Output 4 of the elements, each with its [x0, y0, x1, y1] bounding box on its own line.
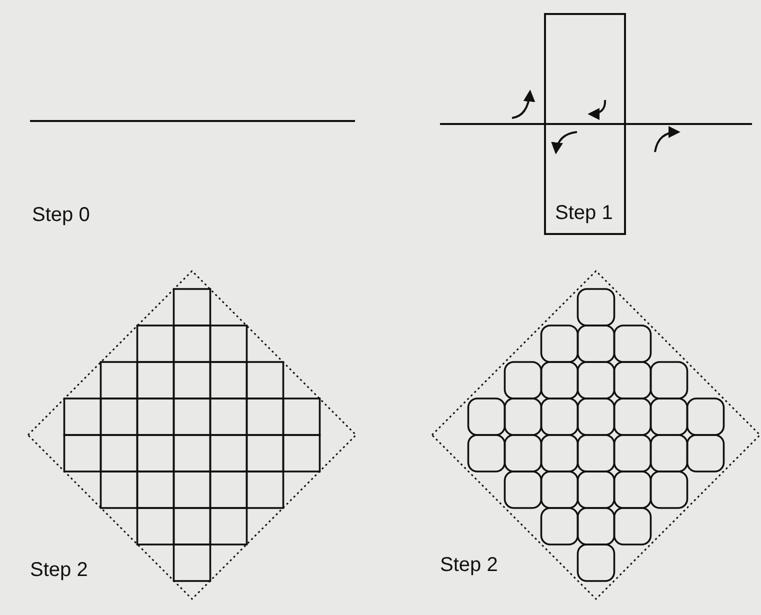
- step-label: Step 2: [440, 555, 498, 575]
- step-label: Step 1: [555, 203, 613, 223]
- step-label: Step 2: [30, 560, 88, 580]
- step-label: Step 0: [32, 205, 90, 225]
